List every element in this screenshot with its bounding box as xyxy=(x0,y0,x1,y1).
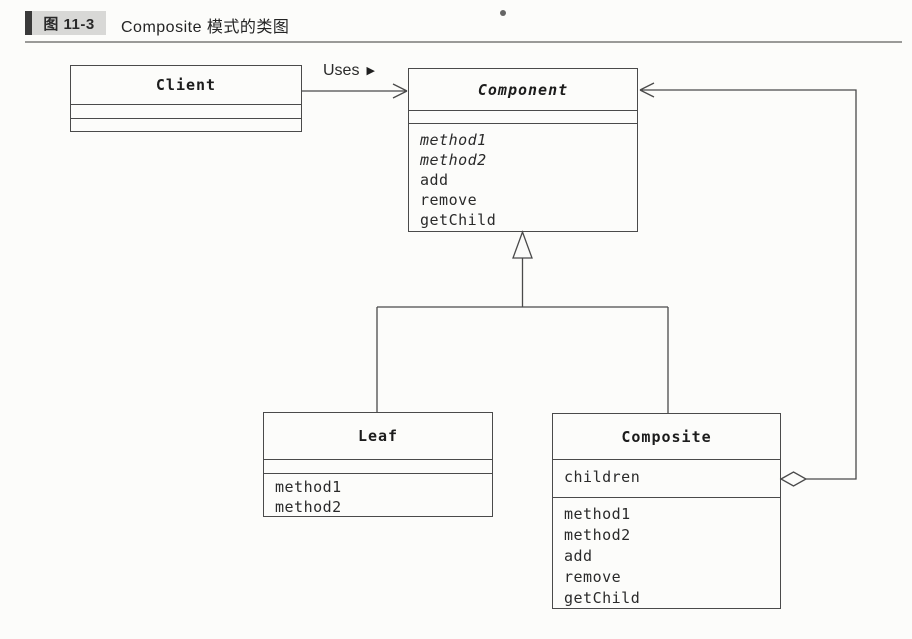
attributes-compartment xyxy=(264,459,492,473)
class-name: Composite xyxy=(621,427,712,446)
method-item: method1 xyxy=(275,478,342,496)
method-item: method2 xyxy=(420,151,487,169)
attributes-compartment: children xyxy=(553,459,780,497)
association-direction-icon: ▶ xyxy=(366,65,375,77)
method-item: method1 xyxy=(564,505,631,523)
uses-open-arrowhead-icon xyxy=(392,83,408,99)
class-name: Component xyxy=(477,80,569,99)
inheritance-triangle-icon xyxy=(512,230,533,259)
method-item: add xyxy=(564,547,593,565)
figure-label-bar xyxy=(25,11,32,35)
method-item: method2 xyxy=(275,498,342,516)
method-item: method1 xyxy=(420,131,487,149)
method-item: add xyxy=(420,171,449,189)
association-label: Uses ▶ xyxy=(323,62,413,80)
method-item: getChild xyxy=(420,211,497,229)
print-dot xyxy=(500,10,506,16)
inheritance-lines xyxy=(376,258,669,413)
method-item: remove xyxy=(564,568,622,586)
class-box-leaf: Leaf method1 method2 xyxy=(263,412,493,517)
class-box-client: Client xyxy=(70,65,302,132)
figure-title: Composite 模式的类图 xyxy=(121,19,290,36)
association-label-text: Uses xyxy=(323,62,360,79)
class-box-composite: Composite children method1 method2 add r… xyxy=(552,413,781,609)
attributes-compartment xyxy=(71,104,301,118)
methods-compartment: method1 method2 xyxy=(264,473,492,516)
class-name: Client xyxy=(155,76,217,94)
class-box-component: Component method1 method2 add remove get… xyxy=(408,68,638,232)
aggregation-diamond-icon xyxy=(779,471,808,487)
figure-label: 图 11-3 xyxy=(32,11,106,35)
methods-compartment: method1 method2 add remove getChild xyxy=(553,497,780,608)
attributes-compartment xyxy=(409,110,637,123)
aggregation-line xyxy=(641,89,857,480)
method-item: method2 xyxy=(564,526,631,544)
class-name: Leaf xyxy=(357,427,399,445)
methods-compartment xyxy=(71,118,301,131)
attribute-item: children xyxy=(564,468,641,486)
header-rule xyxy=(25,41,902,43)
method-item: getChild xyxy=(564,589,641,607)
method-item: remove xyxy=(420,191,478,209)
methods-compartment: method1 method2 add remove getChild xyxy=(409,123,637,231)
aggregation-open-arrowhead-icon xyxy=(639,82,655,98)
